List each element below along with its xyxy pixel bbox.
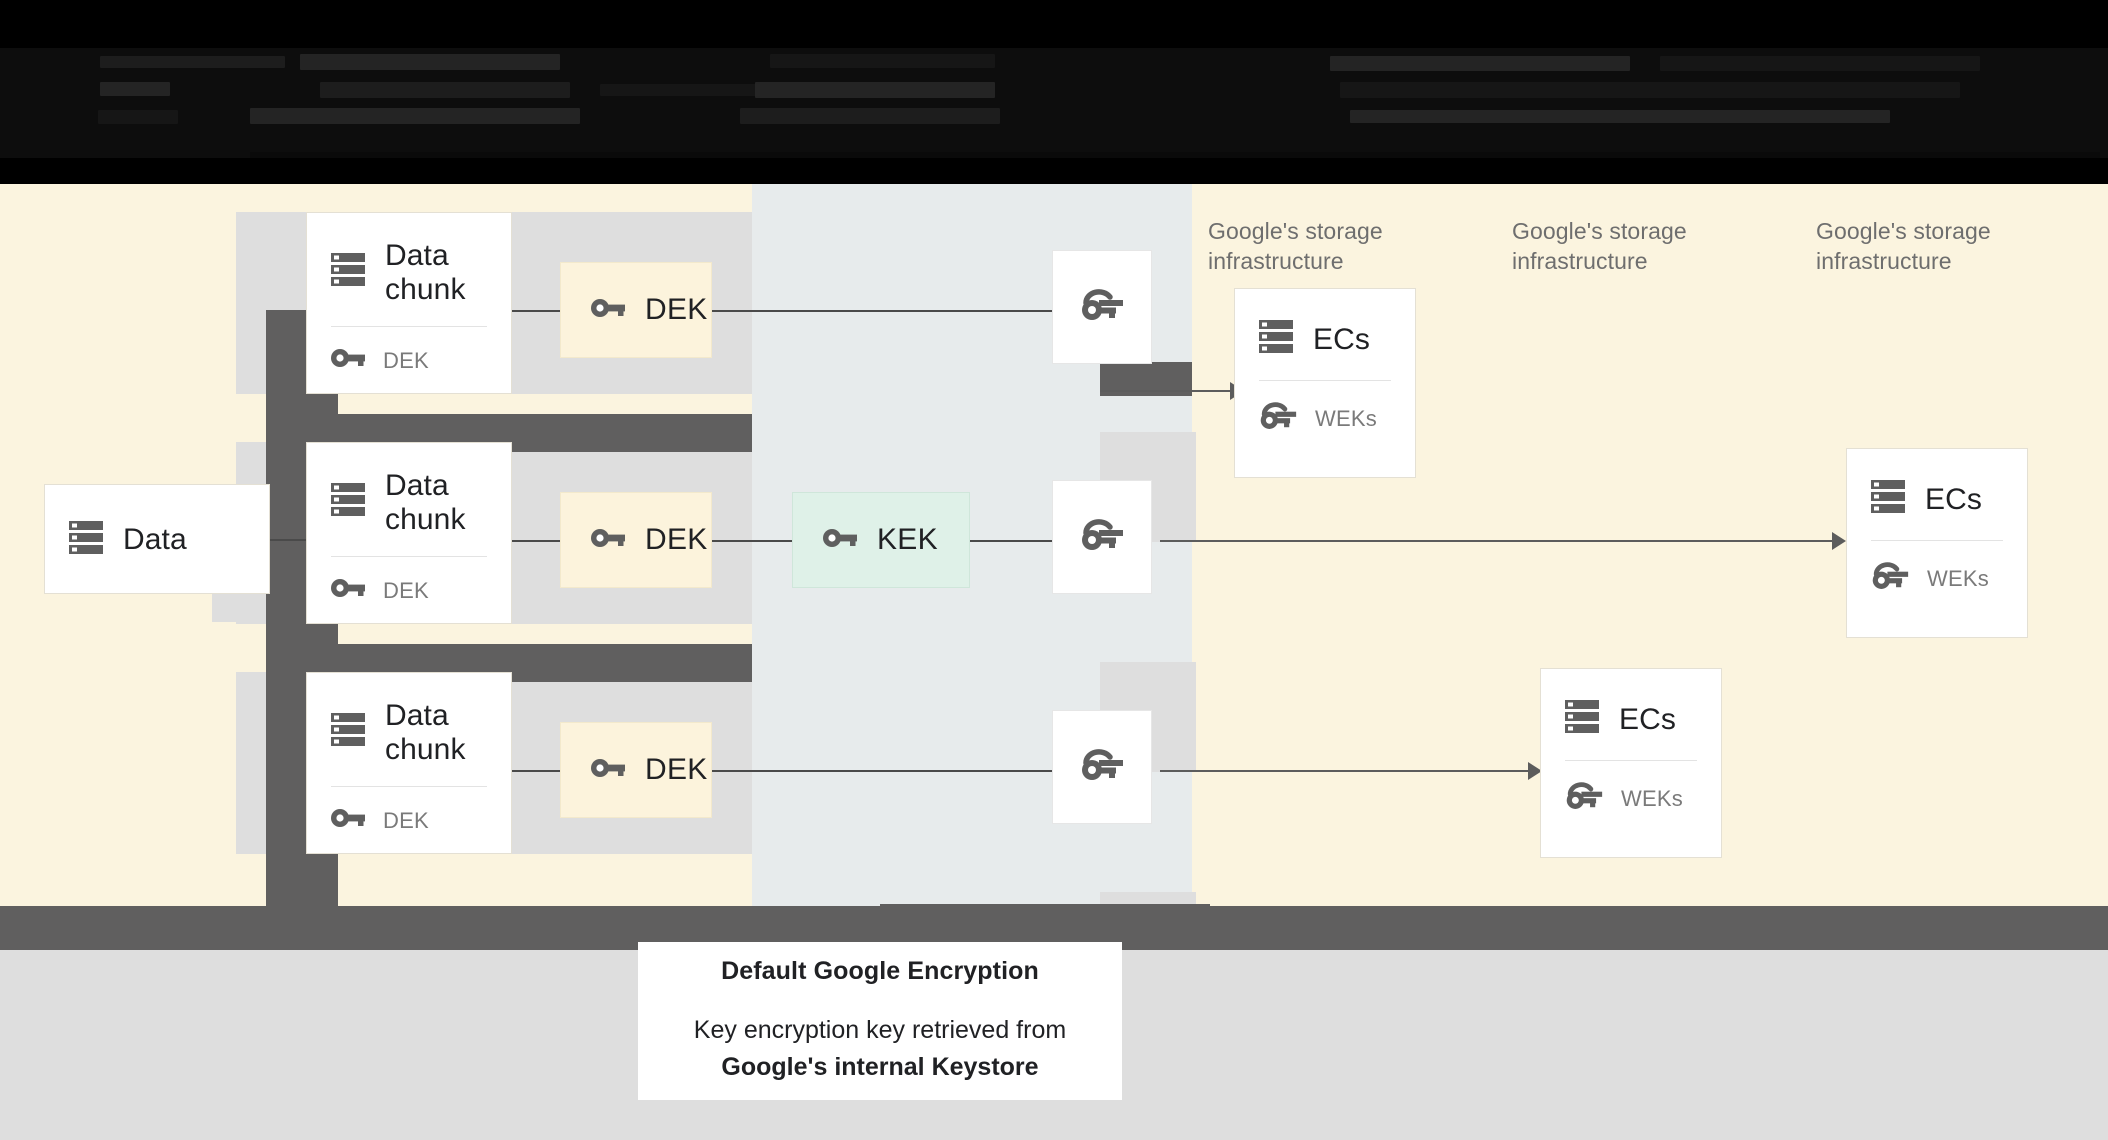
connector-dek1-wrapped1 (712, 310, 1052, 312)
data-chunk-key-label: DEK (383, 577, 429, 603)
connector-chunk1-dek1 (512, 310, 560, 312)
infra-label-3: Google's storage infrastructure (1816, 218, 1991, 275)
server-icon (1871, 479, 1905, 520)
key-icon (591, 527, 625, 554)
data-chunk-title: Data chunk (385, 469, 466, 536)
ec-card-title: ECs (1313, 322, 1370, 356)
infra-label-2: Google's storage infrastructure (1512, 218, 1687, 275)
connector-dek3-wrapped3 (712, 770, 1052, 772)
data-chunk-card-3[interactable]: Data chunk DEK (306, 672, 512, 854)
card-divider (331, 556, 487, 558)
key-icon (331, 807, 365, 834)
key-icon (331, 577, 365, 604)
arrow-line-1 (1100, 390, 1235, 392)
dek-label: DEK (645, 293, 708, 326)
header-divider (250, 152, 2100, 158)
ec-card-title: ECs (1619, 702, 1676, 736)
server-icon (69, 520, 103, 561)
wrapped-key-icon (1871, 561, 1909, 596)
dek-box-1[interactable]: DEK (560, 262, 712, 358)
dek-box-3[interactable]: DEK (560, 722, 712, 818)
infra-label-1: Google's storage infrastructure (1208, 218, 1383, 275)
wrapped-key-icon (1080, 518, 1124, 557)
wrapped-key-icon (1259, 401, 1297, 436)
data-chunk-key-label: DEK (383, 347, 429, 373)
connector-chunk2-dek2 (512, 540, 560, 542)
data-card[interactable]: Data (44, 484, 270, 594)
data-chunk-title: Data chunk (385, 239, 466, 306)
ec-card-2[interactable]: ECs WEKs (1846, 448, 2028, 638)
server-icon (331, 712, 365, 753)
wrapped-key-icon (1565, 781, 1603, 816)
card-divider (1871, 540, 2003, 541)
wrapped-key-icon (1080, 288, 1124, 327)
card-divider (1259, 380, 1391, 381)
card-divider (1565, 760, 1697, 761)
dek-label: DEK (645, 523, 708, 556)
key-icon (331, 347, 365, 374)
ec-card-key-label: WEKs (1315, 405, 1377, 431)
connector-kek-wrapped2 (970, 540, 1052, 542)
caption-box: Default Google Encryption Key encryption… (638, 942, 1122, 1100)
data-chunk-card-1[interactable]: Data chunk DEK (306, 212, 512, 394)
wrapped-key-box-3[interactable] (1052, 710, 1152, 824)
card-divider (331, 786, 487, 788)
wrapped-key-icon (1080, 748, 1124, 787)
data-chunk-title: Data chunk (385, 699, 466, 766)
kek-box[interactable]: KEK (792, 492, 970, 588)
key-icon (591, 757, 625, 784)
dek-label: DEK (645, 753, 708, 786)
obscured-header (0, 0, 2108, 158)
dek-box-2[interactable]: DEK (560, 492, 712, 588)
data-chunk-key-label: DEK (383, 807, 429, 833)
key-icon (591, 297, 625, 324)
connector-dek2-kek (712, 540, 792, 542)
caption-body: Key encryption key retrieved from Google… (694, 1012, 1066, 1085)
caption-body-bold: Google's internal Keystore (721, 1052, 1039, 1081)
arrow-head-3 (1528, 762, 1542, 780)
server-icon (331, 252, 365, 293)
ec-card-1[interactable]: ECs WEKs (1234, 288, 1416, 478)
kek-label: KEK (877, 523, 938, 556)
ec-card-key-label: WEKs (1927, 565, 1989, 591)
ec-card-key-label: WEKs (1621, 785, 1683, 811)
arrow-line-2 (1160, 540, 1840, 542)
key-icon (823, 527, 857, 554)
server-icon (1565, 699, 1599, 740)
caption-title: Default Google Encryption (721, 957, 1039, 986)
ec-card-3[interactable]: ECs WEKs (1540, 668, 1722, 858)
arrow-line-3 (1160, 770, 1535, 772)
caption-body-prefix: Key encryption key retrieved from (693, 1016, 1067, 1045)
data-chunk-card-2[interactable]: Data chunk DEK (306, 442, 512, 624)
wrapped-key-box-2[interactable] (1052, 480, 1152, 594)
ec-card-title: ECs (1925, 482, 1982, 516)
redaction-bar-vertical (266, 310, 338, 952)
header-text-band (0, 48, 2108, 158)
arrow-head-2 (1832, 532, 1846, 550)
server-icon (331, 482, 365, 523)
diagram-canvas: Data Data chunk (0, 184, 2108, 1002)
connector-chunk3-dek3 (512, 770, 560, 772)
server-icon (1259, 319, 1293, 360)
data-card-title: Data (123, 523, 187, 557)
card-divider (331, 326, 487, 328)
wrapped-key-box-1[interactable] (1052, 250, 1152, 364)
